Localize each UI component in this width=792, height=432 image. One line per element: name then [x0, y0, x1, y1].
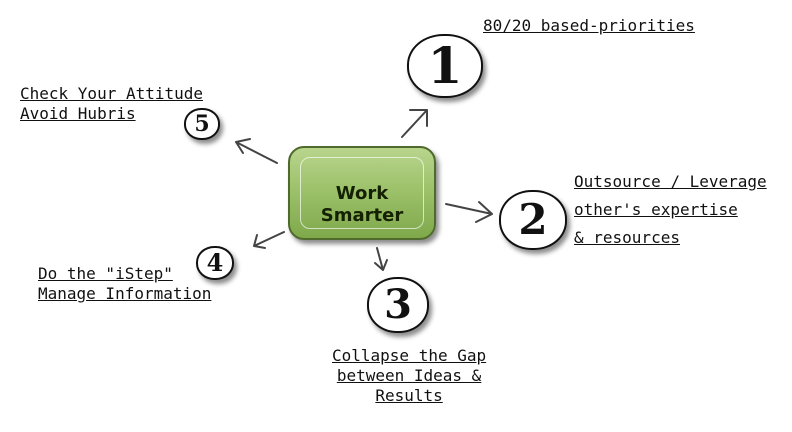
item-3-label: Collapse the Gap between Ideas & Results: [332, 346, 486, 406]
item-2-label: Outsource / Leverage other's expertise &…: [574, 168, 767, 252]
item-2-line: other's expertise: [574, 200, 738, 219]
number-badge-3: 3: [367, 277, 429, 333]
number-badge-4: 4: [196, 246, 234, 280]
item-4-label: Do the "iStep" Manage Information: [38, 264, 211, 304]
number-badge-1: 1: [407, 34, 483, 98]
item-3-line: Results: [375, 386, 443, 405]
item-4-line: Do the "iStep": [38, 264, 173, 283]
item-2-line: Outsource / Leverage: [574, 172, 767, 191]
item-1-line: 80/20 based-priorities: [483, 16, 695, 35]
center-title: Work Smarter: [290, 183, 434, 227]
arrow-to-item-4: [253, 231, 285, 249]
item-5-label: Check Your Attitude Avoid Hubris: [20, 84, 203, 124]
center-title-line2: Smarter: [320, 205, 404, 226]
number-badge-2: 2: [499, 190, 567, 250]
item-5-line: Avoid Hubris: [20, 104, 136, 123]
arrow-to-item-3: [374, 247, 388, 271]
item-1-label: 80/20 based-priorities: [483, 16, 695, 36]
item-5-line: Check Your Attitude: [20, 84, 204, 103]
center-title-line1: Work: [335, 183, 389, 204]
arrow-to-item-1: [401, 109, 428, 138]
arrow-to-item-2: [445, 201, 493, 223]
item-4-line: Manage Information: [38, 284, 212, 303]
item-3-line: between Ideas &: [336, 366, 482, 385]
work-smarter-box: Work Smarter: [288, 146, 436, 240]
arrow-to-item-5: [235, 138, 278, 164]
number-badge-5: 5: [184, 108, 220, 140]
item-2-line: & resources: [574, 228, 680, 247]
item-3-line: Collapse the Gap: [332, 346, 487, 365]
inner-border: [300, 157, 424, 229]
